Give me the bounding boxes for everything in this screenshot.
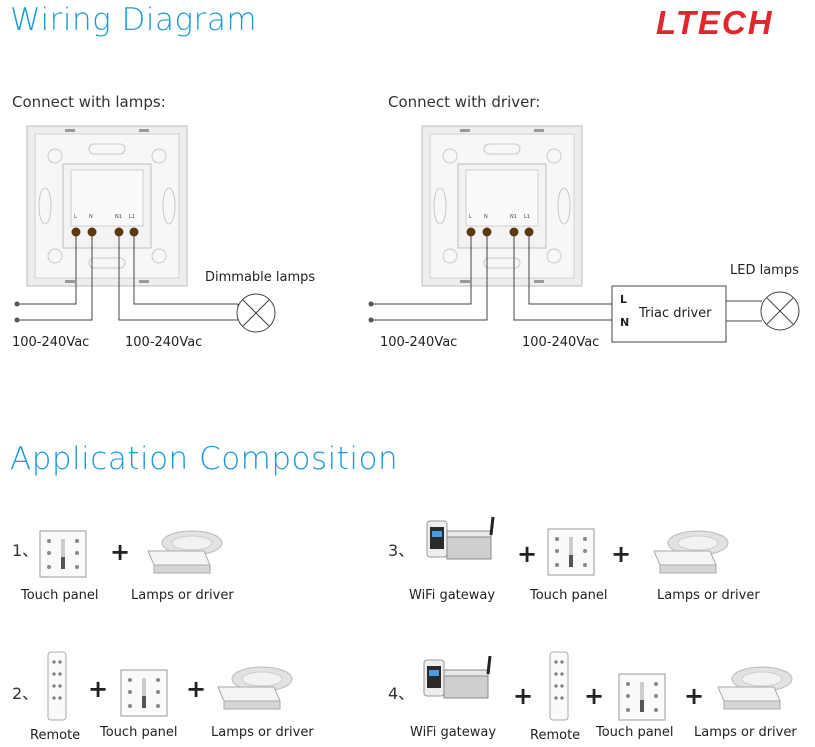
lamps-heading: Connect with lamps: (12, 93, 166, 111)
touch-panel-3 (547, 528, 595, 576)
item-2-label-remote: Remote (30, 728, 81, 743)
wifi-gateway-3 (425, 515, 495, 561)
plus-icon: + (517, 540, 538, 568)
wifi-gateway-4 (422, 654, 492, 700)
driver-L-label: L (620, 293, 628, 306)
led-lamps-label: LED lamps (730, 263, 799, 278)
item-2-label-lamps: Lamps or driver (211, 725, 314, 740)
plus-icon: + (110, 538, 131, 566)
touch-panel-4 (618, 673, 666, 721)
brand-logo: LTECH (656, 4, 774, 41)
item-number-4: 4、 (388, 684, 415, 703)
item-1-label-touch-panel: Touch panel (21, 588, 99, 603)
supply-left-label: 100-240Vac (12, 335, 90, 350)
remote-2 (47, 651, 67, 721)
application-title: Application Composition (10, 441, 399, 477)
lamp-symbol-left (236, 293, 276, 333)
lamp-symbol-right (760, 291, 800, 331)
item-number-2: 2、 (12, 684, 39, 703)
item-2-label-touch-panel: Touch panel (100, 725, 178, 740)
wiring-diagram: L N N1 L1 (14, 125, 800, 343)
plus-icon: + (584, 682, 605, 710)
lamps-1 (147, 530, 223, 574)
item-number-3: 3、 (388, 541, 415, 560)
lamps-3 (653, 530, 729, 574)
touch-panel-1 (39, 530, 87, 578)
item-4-label-gateway: WiFi gateway (410, 725, 497, 740)
remote-4 (549, 651, 569, 721)
item-3-label-gateway: WiFi gateway (409, 588, 496, 603)
triac-driver-box (611, 285, 727, 343)
lamps-4 (717, 666, 793, 710)
item-4-label-remote: Remote (530, 728, 581, 743)
supply-right-label: 100-240Vac (125, 335, 203, 350)
plus-icon: + (88, 675, 109, 703)
lamps-2 (217, 666, 293, 710)
page-title: Wiring Diagram (10, 2, 258, 38)
item-4-label-touch-panel: Touch panel (596, 725, 674, 740)
dimmable-lamps-label: Dimmable lamps (205, 270, 316, 285)
item-number-1: 1、 (12, 541, 39, 560)
item-1-label-lamps: Lamps or driver (131, 588, 234, 603)
driver-supply-left-label: 100-240Vac (380, 335, 458, 350)
item-3-label-lamps: Lamps or driver (657, 588, 760, 603)
plus-icon: + (513, 682, 534, 710)
driver-supply-right-label: 100-240Vac (522, 335, 600, 350)
triac-driver-label: Triac driver (639, 306, 712, 321)
item-4-label-lamps: Lamps or driver (694, 725, 797, 740)
touch-panel-2 (120, 669, 168, 717)
driver-N-label: N (620, 316, 630, 329)
plus-icon: + (611, 540, 632, 568)
item-3-label-touch-panel: Touch panel (530, 588, 608, 603)
plus-icon: + (684, 682, 705, 710)
driver-heading: Connect with driver: (388, 93, 541, 111)
plus-icon: + (186, 675, 207, 703)
